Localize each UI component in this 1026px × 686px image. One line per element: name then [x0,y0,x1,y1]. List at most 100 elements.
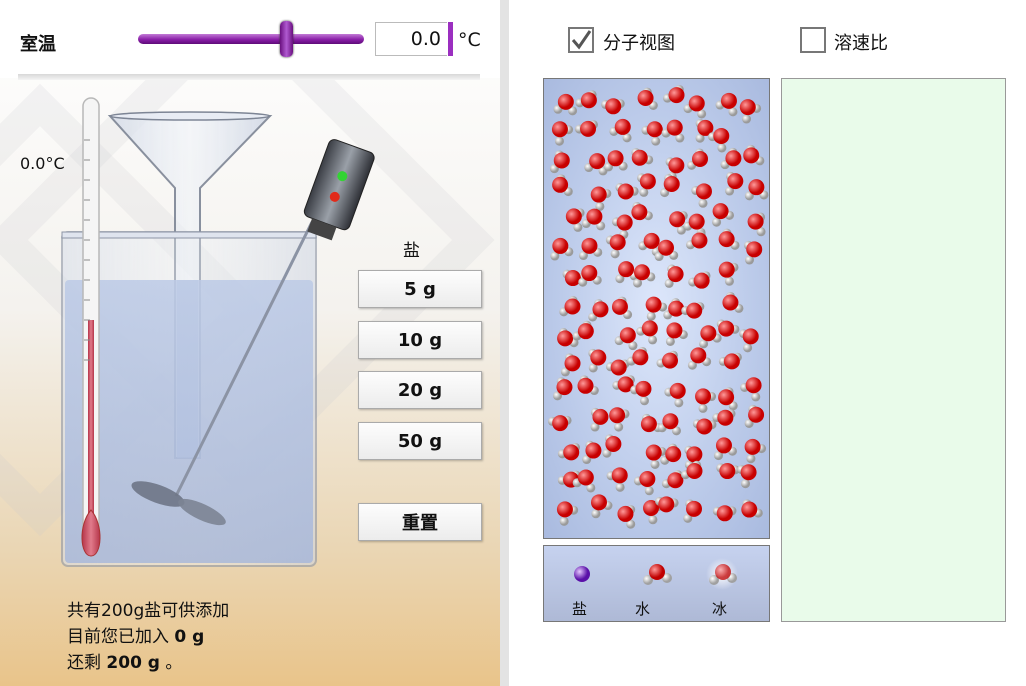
remaining-value: 200 g [106,653,160,673]
water-molecule [741,499,763,518]
water-molecule [744,179,769,201]
water-molecule [654,239,679,262]
water-molecule [683,95,707,119]
stirrer [131,221,314,526]
ice-legend-icon [706,558,738,590]
water-molecule [716,319,740,337]
water-molecule [633,470,656,496]
water-molecule [606,467,628,492]
input-cursor-bar [448,22,453,56]
water-molecule [655,496,679,513]
water-molecule [744,404,765,428]
water-molecule [712,505,737,522]
water-molecule [574,120,598,137]
water-molecule [714,437,738,461]
temperature-slider-thumb[interactable] [280,21,294,57]
water-molecule [602,434,622,458]
water-molecule [547,415,572,432]
water-molecule [557,327,579,348]
water-molecule [687,347,712,370]
water-molecule [636,320,658,345]
water-molecule [695,119,714,143]
experiment-panel: 室温 °C 0.0°C [0,0,500,686]
molecular-view-checkbox[interactable] [568,27,594,53]
water-molecule [633,264,656,288]
water-molecule [691,183,712,208]
add-50g-salt-button[interactable]: 50 g [358,422,482,460]
checkmark-icon [571,30,592,50]
water-molecule [708,127,730,153]
water-molecule [609,407,630,432]
water-molecule [578,265,602,287]
divider-line [18,74,480,80]
legend-icons [574,558,738,590]
water-molecule [645,296,668,321]
water-molecule [664,264,684,288]
water-molecule [743,144,765,166]
water-molecule [577,375,599,396]
water-molecule [739,99,762,124]
water-molecule [614,327,638,351]
water-molecule [683,499,703,523]
molecular-view-label: 分子视图 [603,33,675,54]
water-molecule [601,98,625,115]
water-molecule [681,460,703,480]
thermometer-readout: 0.0°C [20,154,65,173]
add-20g-salt-button[interactable]: 20 g [358,371,482,409]
water-molecule [718,261,739,286]
water-molecule [588,299,609,322]
temperature-unit: °C [458,29,481,51]
temperature-input[interactable] [375,22,447,56]
thermometer [81,97,101,557]
water-molecule [720,147,742,170]
legend-salt-label: 盐 [572,600,588,618]
water-molecule [615,183,639,200]
water-molecule [626,347,649,366]
water-molecule [641,121,663,146]
water-molecule [739,328,759,353]
water-molecule [712,203,735,227]
water-molecule [611,296,633,320]
water-molecule [656,350,679,369]
dissolution-rate-checkbox[interactable] [800,27,826,53]
beaker [61,231,317,567]
water-molecule [553,93,578,116]
water-molecule [582,440,602,465]
water-molecule [552,174,573,197]
add-10g-salt-button[interactable]: 10 g [358,321,482,359]
water-molecule [660,174,680,198]
water-molecule [681,302,705,319]
water-molecule [715,92,738,117]
added-salt-line: 目前您已加入 0 g [67,624,229,650]
water-molecules [547,85,769,529]
water-molecule [699,325,722,349]
water-molecule [572,320,594,341]
water-molecule [572,469,596,493]
water-molecule [584,153,608,176]
reset-button[interactable]: 重置 [358,503,482,541]
water-molecule [663,85,685,104]
water-molecule [612,375,635,393]
water-molecule [560,353,581,377]
legend-ice-label: 冰 [712,600,728,618]
water-molecule [669,211,688,235]
water-molecule [657,413,682,436]
remaining-prefix: 还剩 [67,653,107,673]
water-molecule [590,407,609,432]
dissolution-rate-label: 溶速比 [834,33,888,54]
added-value: 0 g [174,627,205,647]
water-molecule [575,90,597,109]
water-molecule [660,443,682,465]
water-molecule [565,208,585,232]
water-molecule [747,212,766,237]
water-molecule [590,494,613,519]
total-salt-line: 共有200g盐可供添加 [67,601,230,621]
water-molecule [637,87,658,110]
temperature-slider-track[interactable] [138,34,364,44]
water-molecule [686,230,708,250]
water-molecule [605,359,630,376]
water-molecule [740,377,762,402]
water-molecule [609,118,632,143]
water-molecule [665,322,688,346]
add-5g-salt-button[interactable]: 5 g [358,270,482,308]
